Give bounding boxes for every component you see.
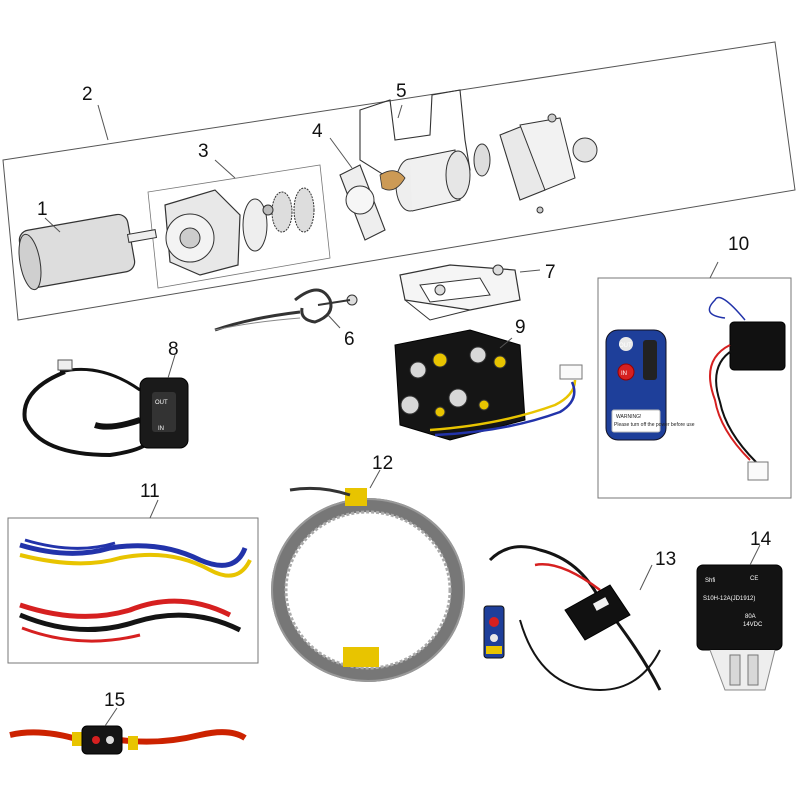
wireless-remote-kit xyxy=(597,261,792,499)
wiring-harness-set xyxy=(7,499,259,664)
handlebar-switch xyxy=(22,354,189,458)
remote-warning-text: Please turn off the power before use xyxy=(614,422,695,428)
remote-out-label: OUT xyxy=(619,343,632,349)
gearbox-subframe xyxy=(147,159,331,289)
callout-1: 1 xyxy=(37,199,48,220)
remote-in-label: IN xyxy=(621,371,627,377)
relay-brand: Shfi xyxy=(705,578,715,584)
winch-hook-strap xyxy=(214,288,358,332)
gearbox-housing xyxy=(164,189,241,276)
brake-end-cover xyxy=(473,113,598,214)
relay-amps: 80A xyxy=(745,614,756,620)
cable-drum xyxy=(359,89,471,212)
callout-3: 3 xyxy=(198,141,209,162)
callout-10: 10 xyxy=(728,234,749,255)
callout-13: 13 xyxy=(655,549,676,570)
relay-model: S10H-12A(JD1912) xyxy=(703,596,755,602)
callout-8: 8 xyxy=(168,339,179,360)
callout-6: 6 xyxy=(344,329,355,350)
relay-badge: CE xyxy=(750,576,758,582)
wire-rope-coil xyxy=(271,469,465,682)
planetary-gears xyxy=(242,187,315,252)
remote-control-harness xyxy=(483,545,662,692)
solenoid-box xyxy=(394,329,583,441)
callout-9: 9 xyxy=(515,317,526,338)
winch-assembly-frame xyxy=(2,41,796,321)
callout-15: 15 xyxy=(104,690,125,711)
drum-end-plate xyxy=(329,137,386,241)
callout-7: 7 xyxy=(545,262,556,283)
callout-2: 2 xyxy=(82,84,93,105)
switch-in-label: IN xyxy=(158,426,164,432)
automotive-relay xyxy=(696,544,783,691)
callout-5: 5 xyxy=(396,81,407,102)
winch-motor xyxy=(18,213,158,291)
circuit-breaker-lead xyxy=(9,707,247,755)
callout-14: 14 xyxy=(750,529,772,550)
switch-out-label: OUT xyxy=(155,400,168,406)
callout-4: 4 xyxy=(312,121,323,142)
callout-11: 11 xyxy=(140,481,160,502)
callout-12: 12 xyxy=(372,453,393,474)
roller-fairlead xyxy=(399,264,541,321)
remote-warning-label: WARNING! xyxy=(616,414,641,420)
relay-volts: 14VDC xyxy=(743,622,763,628)
